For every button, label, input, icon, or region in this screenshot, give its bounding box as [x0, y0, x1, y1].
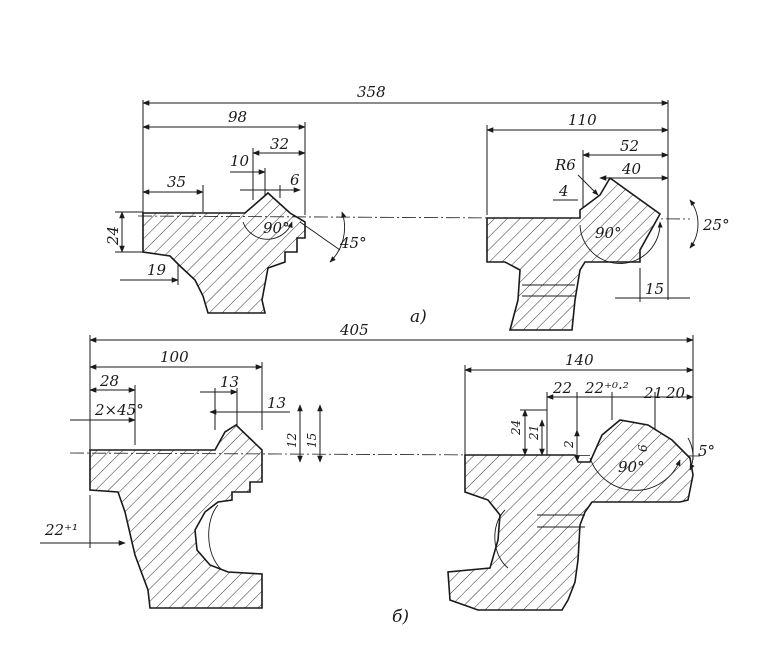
dim-13b-label: 13 [267, 394, 286, 412]
caption-b: б) [392, 607, 409, 627]
dim-140-label: 140 [565, 351, 594, 369]
dim-100-label: 100 [160, 348, 189, 366]
dim-32-label: 32 [270, 135, 289, 153]
dim-22-tol-label: 22⁺¹ [44, 521, 78, 539]
dim-100: 100 [89, 348, 263, 430]
dim-110-label: 110 [568, 111, 597, 129]
dim-35-label: 35 [167, 173, 186, 191]
view-b: 405 100 28 2×45° 13 13 12 15 [40, 321, 715, 627]
dim-22b-label: 22⁺⁰·² [584, 379, 629, 397]
dim-22a-label: 22 [552, 379, 572, 397]
angle-5-label: 5° [698, 442, 715, 460]
dim-21-b-label: 21 [527, 425, 541, 441]
view-a-left-part [142, 191, 306, 314]
r6-label: R6 [554, 156, 576, 174]
dim-19: 19 [120, 261, 179, 285]
view-a: 358 98 32 10 6 35 [104, 83, 730, 331]
dim-19-label: 19 [147, 261, 167, 279]
dim-20-label: 20 [665, 384, 686, 402]
dim-35: 35 [142, 173, 204, 212]
angle-90-a-right: 90° [595, 224, 622, 242]
dim-52-label: 52 [620, 137, 639, 155]
dim-21-label: 21 [643, 384, 663, 402]
dim-4-label: 4 [558, 182, 569, 200]
dim-6-b-label: 6 [636, 444, 650, 452]
dim-52-40-r6: 52 40 R6 4 [553, 137, 669, 220]
dim-13-13: 13 13 [200, 373, 290, 430]
dim-15-b-label: 15 [305, 433, 319, 448]
dim-15: 15 [615, 268, 690, 302]
dim-98-label: 98 [228, 108, 247, 126]
chamfer-label: 2×45° [94, 401, 144, 419]
dim-40-label: 40 [621, 160, 642, 178]
dim-24-b-label: 24 [509, 420, 523, 436]
dim-358-label: 358 [357, 83, 386, 101]
dim-24-label: 24 [104, 226, 122, 246]
dim-22-tol: 22⁺¹ [40, 495, 126, 548]
angle-90-b: 90° [618, 458, 645, 476]
dim-98: 98 [142, 108, 306, 215]
dim-6-label: 6 [290, 171, 300, 189]
view-a-right-part [486, 176, 662, 331]
dim-28-chamfer: 28 2×45° [70, 372, 144, 445]
dim-358: 358 [142, 83, 669, 300]
dim-405-label: 405 [339, 321, 369, 339]
dim-22-22-21-20: 22 22⁺⁰·² 21 20 24 21 2 [509, 379, 694, 463]
view-b-left-part [89, 423, 263, 609]
dim-2-label: 2 [562, 440, 576, 449]
dim-140: 140 [464, 351, 694, 455]
caption-a: а) [410, 307, 427, 327]
dim-32-10-6: 32 10 6 [230, 135, 306, 200]
dim-13a-label: 13 [220, 373, 239, 391]
angle-25-label: 25° [702, 216, 730, 234]
dim-15-label: 15 [645, 280, 664, 298]
angle-45-label: 45° [339, 234, 367, 252]
dim-28-label: 28 [99, 372, 119, 390]
dim-10-label: 10 [230, 152, 250, 170]
dim-12-label: 12 [285, 433, 299, 448]
angle-90-a-left: 90° [263, 219, 290, 237]
dim-12-15: 12 15 [285, 404, 323, 463]
dim-24: 24 [104, 211, 143, 253]
dim-110: 110 [486, 111, 669, 215]
